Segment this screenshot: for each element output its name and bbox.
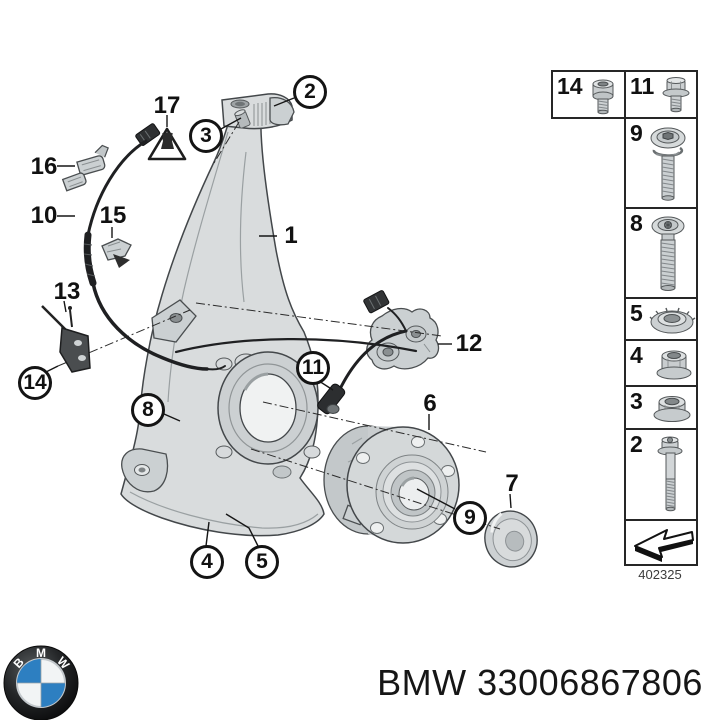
bmw-roundel-logo: B M W — [3, 645, 79, 720]
callout-16: 16 — [30, 153, 58, 180]
callout-6: 6 — [423, 390, 437, 417]
callout-2: 2 — [293, 75, 327, 109]
clamp-boss — [221, 93, 295, 130]
callout-5: 5 — [245, 545, 279, 579]
warning-triangle-icon — [147, 127, 187, 161]
hub-cap — [484, 510, 538, 568]
callout-4: 4 — [190, 545, 224, 579]
hex-flange-bolt-icon — [662, 77, 690, 113]
callout-3: 3 — [189, 119, 223, 153]
holder-bracket — [366, 307, 440, 370]
pinch-bolt — [234, 109, 251, 129]
sensor-harness — [174, 290, 418, 415]
hardware-label: 14 — [557, 73, 583, 99]
hardware-label: 11 — [630, 73, 655, 99]
cable-clip-15 — [101, 238, 132, 268]
parts-diagram — [41, 93, 538, 568]
hardware-cell-11: 11 — [624, 70, 698, 119]
hardware-cell-arrow — [624, 519, 698, 566]
callout-14: 14 — [18, 366, 52, 400]
callout-8: 8 — [131, 393, 165, 427]
cable-clip-16 — [61, 144, 109, 192]
collar-nut-icon — [649, 307, 696, 334]
hardware-label: 5 — [630, 300, 643, 326]
hardware-label: 4 — [630, 342, 643, 368]
bearing-bore — [215, 351, 321, 465]
flange-nut-icon — [656, 350, 692, 380]
callout-12: 12 — [455, 330, 483, 357]
hex-bolt-long-icon — [657, 436, 683, 512]
steering-knuckle — [120, 93, 325, 537]
callout-11: 11 — [296, 351, 330, 385]
pan-head-screw-icon — [651, 216, 685, 291]
leader-lines — [45, 97, 512, 547]
abs-sensor — [317, 383, 346, 415]
washer-head-screw-icon — [650, 127, 686, 201]
callout-15: 15 — [99, 202, 127, 229]
hardware-label: 2 — [630, 431, 643, 457]
part-number-text: BMW 33006867806 — [377, 662, 703, 703]
callout-1: 1 — [284, 222, 298, 249]
callout-7: 7 — [505, 470, 519, 497]
diagram-number: 402325 — [638, 567, 682, 582]
bracket-13 — [41, 305, 91, 373]
harness-connector — [363, 290, 390, 314]
back-arrow-icon — [634, 529, 694, 562]
hardware-cell-5: 5 — [624, 297, 698, 341]
cable-connector — [135, 123, 161, 146]
hardware-cell-8: 8 — [624, 207, 698, 299]
hardware-cell-2: 2 — [624, 428, 698, 521]
hardware-cell-14: 14 — [551, 70, 626, 119]
wheel-hub — [323, 425, 460, 544]
callout-9: 9 — [453, 501, 487, 535]
socket-head-cap-screw-icon — [592, 79, 614, 115]
hardware-label: 3 — [630, 388, 643, 414]
hardware-cell-4: 4 — [624, 339, 698, 387]
hardware-label: 8 — [630, 210, 643, 236]
hardware-cell-9: 9 — [624, 117, 698, 209]
callout-13: 13 — [53, 278, 81, 305]
callout-17: 17 — [153, 92, 181, 119]
abs-sensor-cable — [83, 123, 226, 371]
hardware-cell-3: 3 — [624, 385, 698, 430]
flange-nut-low-icon — [653, 396, 691, 422]
hardware-label: 9 — [630, 120, 643, 146]
callout-10: 10 — [30, 202, 58, 229]
roundel-letter-m: M — [36, 646, 46, 660]
